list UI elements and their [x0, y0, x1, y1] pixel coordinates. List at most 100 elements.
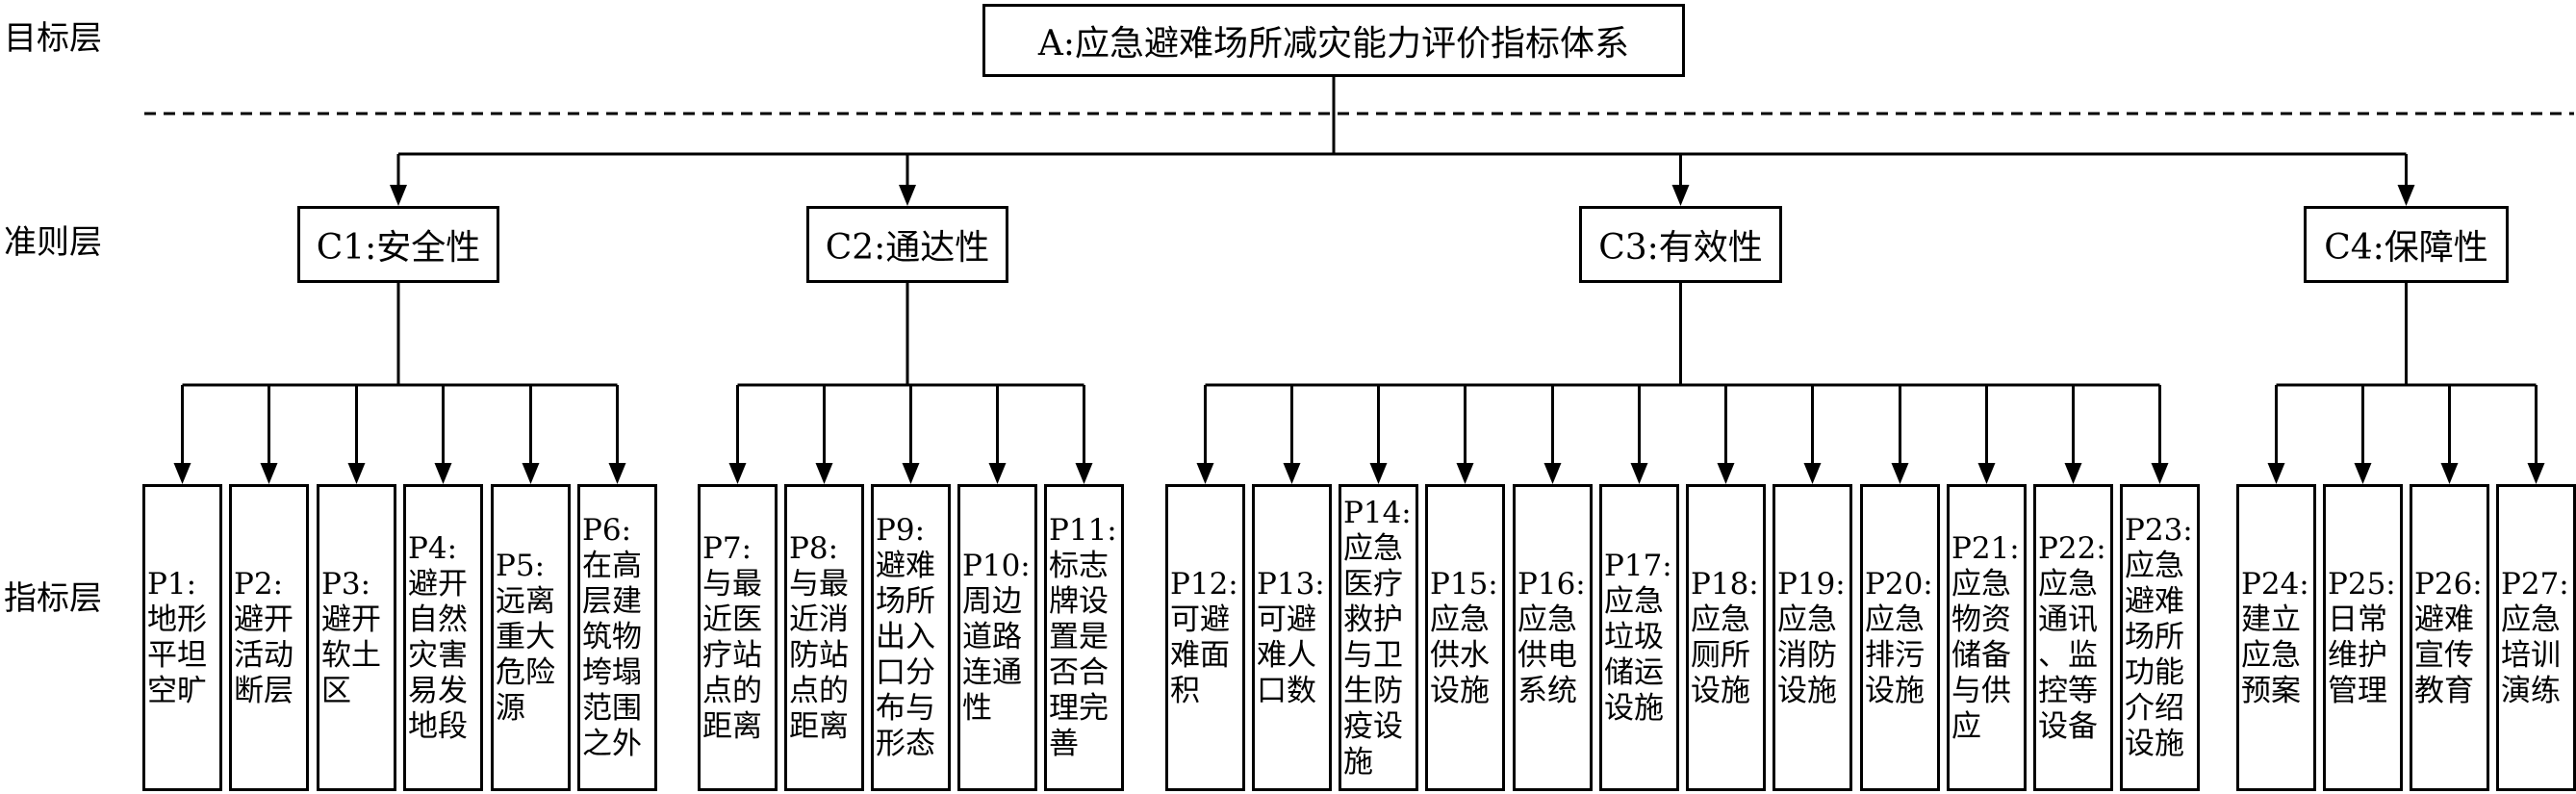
indicator-line: P23: — [2125, 513, 2193, 548]
indicator-arrowhead — [902, 463, 920, 484]
indicator-line: P2: — [234, 566, 284, 602]
indicator-arrowhead — [608, 463, 626, 484]
indicator-line: P4: — [408, 530, 458, 566]
indicator-line: 避开 — [321, 602, 381, 637]
indicator-line: 地段 — [408, 708, 468, 744]
indicator-box-p1: P1:地形平坦空旷 — [142, 484, 222, 791]
indicator-text: P20:应急排污设施 — [1865, 567, 1935, 709]
indicator-line: 应急 — [1430, 602, 1490, 637]
indicator-line: P12: — [1170, 566, 1238, 602]
indicator-line: 牌设 — [1049, 584, 1109, 619]
indicator-arrowhead — [1717, 463, 1735, 484]
indicator-text: P9:避难场所出入口分布与形态 — [876, 513, 946, 762]
indicator-text: P22:应急通讯、监控等设备 — [2038, 531, 2108, 745]
indicator-line: 点的 — [789, 673, 849, 708]
indicator-box-p11: P11:标志牌设置是否合理完善 — [1044, 484, 1124, 791]
indicator-line: 地形 — [147, 602, 207, 637]
indicator-line: 避开 — [408, 566, 468, 602]
indicator-line: 救护 — [1343, 602, 1403, 637]
indicator-line: P3: — [321, 566, 371, 602]
indicator-arrowhead — [2151, 463, 2169, 484]
indicator-line: 理完 — [1049, 691, 1109, 726]
indicator-box-p16: P16:应急供电系统 — [1513, 484, 1593, 791]
indicator-text: P19:应急消防设施 — [1777, 567, 1848, 709]
indicator-text: P5:远离重大危险源 — [496, 549, 566, 727]
indicator-arrowhead — [2064, 463, 2082, 484]
indicator-box-p12: P12:可避难面积 — [1165, 484, 1245, 791]
indicator-box-p22: P22:应急通讯、监控等设备 — [2033, 484, 2113, 791]
indicator-line: 灾害 — [408, 637, 468, 673]
indicator-line: P13: — [1257, 566, 1325, 602]
indicator-arrowhead — [1456, 463, 1474, 484]
indicator-line: 性 — [962, 691, 992, 726]
indicator-line: 避难 — [2125, 584, 2184, 619]
indicator-arrowhead — [815, 463, 833, 484]
indicator-line: 控等 — [2038, 673, 2098, 708]
indicator-text: P21:应急物资储备与供应 — [1951, 531, 2022, 745]
indicator-box-p20: P20:应急排污设施 — [1860, 484, 1940, 791]
indicator-arrowhead — [1075, 463, 1093, 484]
indicator-text: P18:应急厕所设施 — [1691, 567, 1761, 709]
indicator-line: 可避 — [1257, 602, 1316, 637]
indicator-text: P7:与最近医疗站点的距离 — [702, 531, 773, 745]
indicator-line: 、监 — [2038, 637, 2098, 673]
indicator-arrowhead — [1803, 463, 1822, 484]
indicator-box-p13: P13:可避难人口数 — [1252, 484, 1332, 791]
indicator-arrowhead — [2354, 463, 2372, 484]
indicator-line: 应急 — [1951, 566, 2011, 602]
indicator-line: 断层 — [234, 673, 293, 708]
indicator-arrowhead — [522, 463, 540, 484]
indicator-line: 距离 — [789, 708, 849, 744]
indicator-arrowhead — [1977, 463, 1996, 484]
indicator-line: P10: — [962, 549, 1031, 583]
indicator-line: 层建 — [582, 584, 642, 619]
indicator-line: 演练 — [2501, 673, 2561, 708]
indicator-line: 标志 — [1049, 549, 1109, 583]
indicator-line: 设备 — [2038, 708, 2098, 744]
indicator-box-p21: P21:应急物资储备与供应 — [1947, 484, 2027, 791]
indicator-line: 通讯 — [2038, 602, 2098, 637]
indicator-arrowhead — [347, 463, 366, 484]
indicator-line: 点的 — [702, 673, 762, 708]
indicator-text: P11:标志牌设置是否合理完善 — [1049, 513, 1119, 762]
indicator-line: 重大 — [496, 620, 555, 654]
criteria-layer-label: 准则层 — [4, 223, 102, 262]
indicator-line: 应急 — [1865, 602, 1925, 637]
indicator-line: 易发 — [408, 673, 468, 708]
indicator-line: 口分 — [876, 655, 935, 690]
indicator-line: 近医 — [702, 602, 762, 637]
indicator-text: P10:周边道路连通性 — [962, 549, 1033, 727]
indicator-arrowhead — [1196, 463, 1214, 484]
indicator-text: P14:应急医疗救护与卫生防疫设施 — [1343, 496, 1414, 781]
indicator-line: 场所 — [876, 584, 935, 619]
indicator-line: P20: — [1865, 566, 1933, 602]
criterion-box-c3: C3:有效性 — [1579, 206, 1782, 283]
indicator-text: P2:避开活动断层 — [234, 567, 304, 709]
indicator-line: 难面 — [1170, 637, 1230, 673]
indicator-line: 区 — [321, 673, 351, 708]
indicator-text: P8:与最近消防站点的距离 — [789, 531, 859, 745]
indicator-line: 培训 — [2501, 637, 2561, 673]
indicator-line: 置是 — [1049, 620, 1109, 654]
indicator-arrowhead — [2527, 463, 2545, 484]
indicator-line: 设施 — [1604, 691, 1664, 726]
indicator-line: P7: — [702, 530, 752, 566]
indicator-box-p6: P6:在高层建筑物垮塌范围之外 — [577, 484, 657, 791]
indicator-line: P9: — [876, 513, 926, 548]
indicator-text: P1:地形平坦空旷 — [147, 567, 217, 709]
indicator-box-p14: P14:应急医疗救护与卫生防疫设施 — [1339, 484, 1418, 791]
indicator-text: P26:避难宣传教育 — [2414, 567, 2485, 709]
criterion-box-c2: C2:通达性 — [806, 206, 1008, 283]
indicator-line: 储备 — [1951, 637, 2011, 673]
indicator-line: P5: — [496, 549, 546, 583]
indicator-box-p10: P10:周边道路连通性 — [957, 484, 1037, 791]
indicator-line: 布与 — [876, 691, 935, 726]
indicator-text: P4:避开自然灾害易发地段 — [408, 531, 478, 745]
indicator-text: P6:在高层建筑物垮塌范围之外 — [582, 513, 652, 762]
indicator-box-p19: P19:应急消防设施 — [1773, 484, 1852, 791]
indicator-line: 避开 — [234, 602, 293, 637]
indicator-line: 应急 — [1777, 602, 1837, 637]
goal-layer-label: 目标层 — [4, 19, 102, 58]
indicator-box-p5: P5:远离重大危险源 — [491, 484, 571, 791]
